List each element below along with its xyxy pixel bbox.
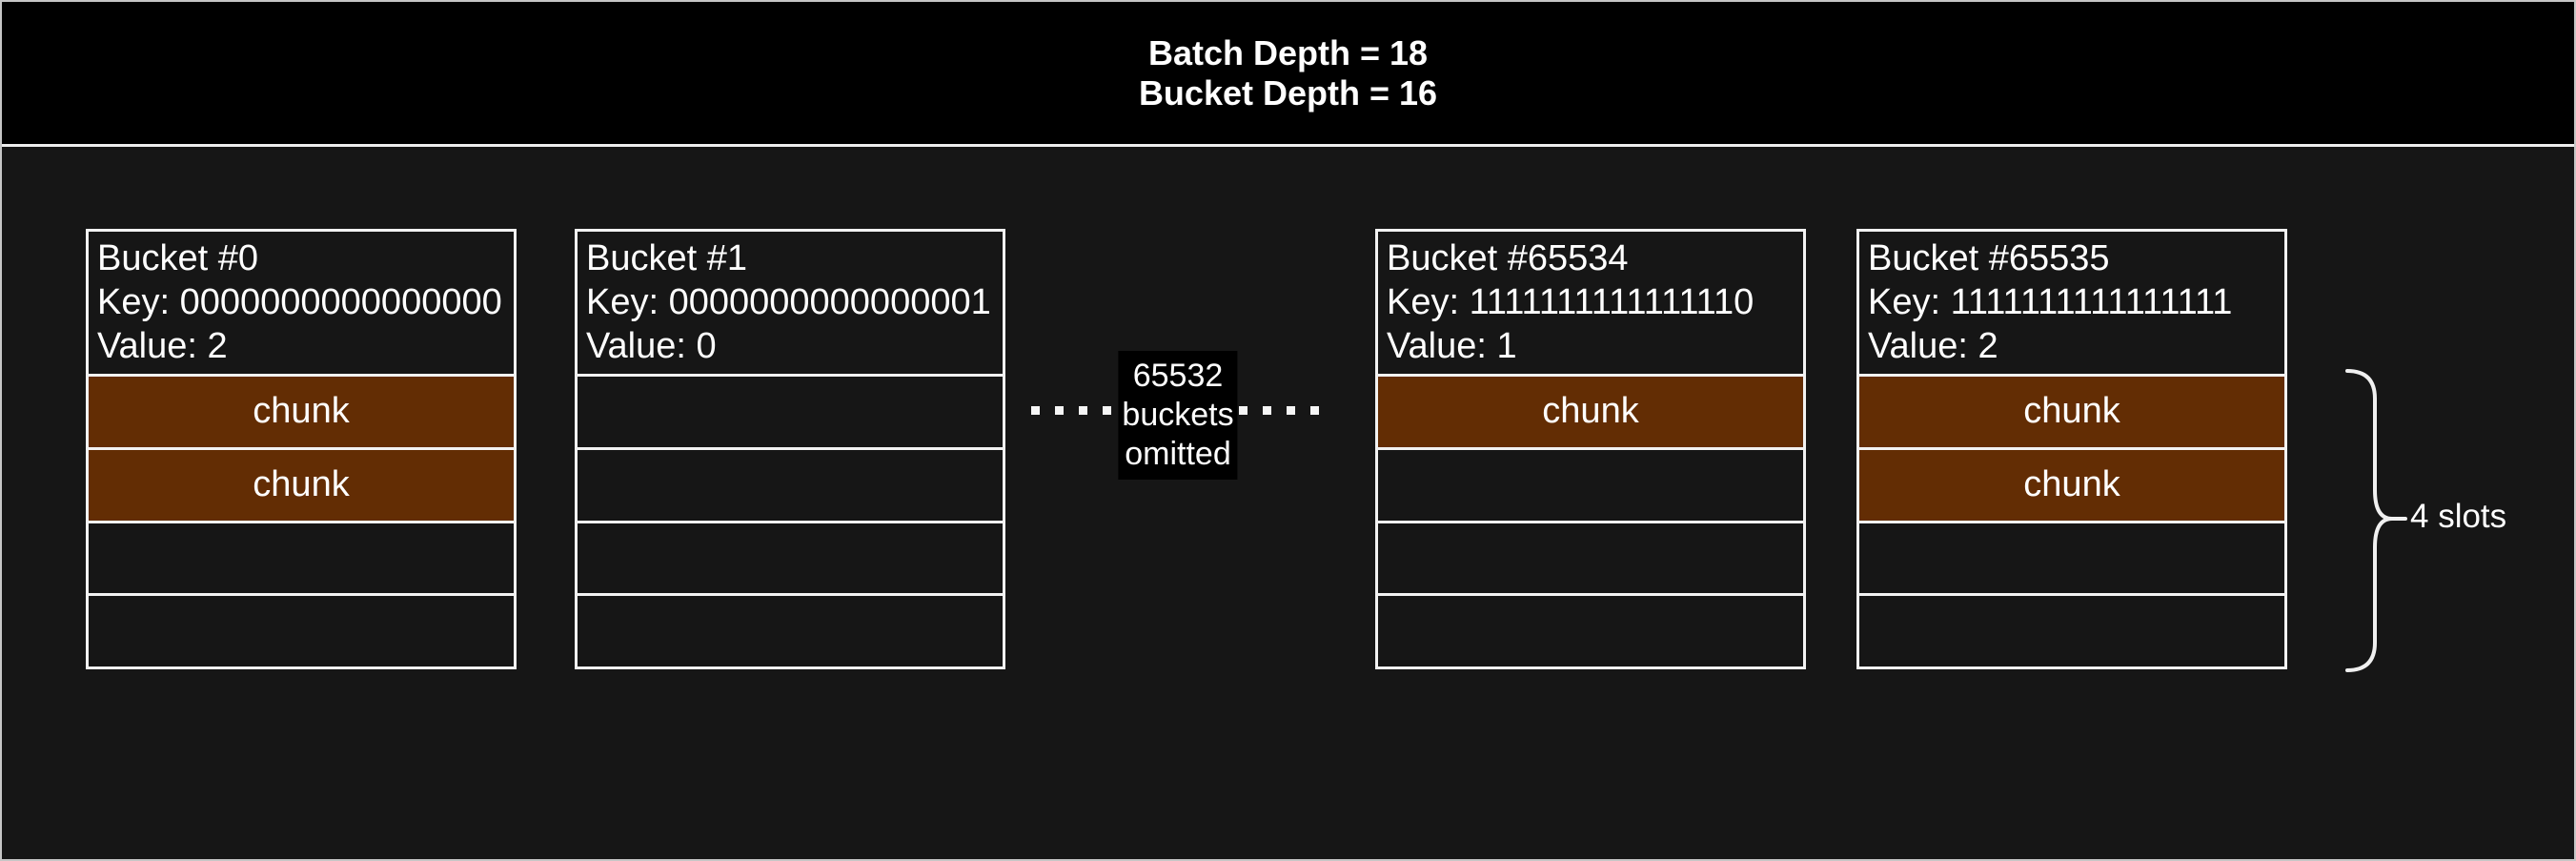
dot — [1239, 406, 1247, 415]
bucket-65534: Bucket #65534 Key: 1111111111111110 Valu… — [1375, 229, 1806, 669]
bucket-0-slot-1: chunk — [89, 446, 514, 521]
bucket-1-slot-3 — [578, 593, 1003, 666]
dot — [1310, 406, 1319, 415]
bucket-key: Key: 0000000000000000 — [97, 282, 502, 322]
bucket-title: Bucket #65535 — [1868, 238, 2110, 278]
bucket-65535: Bucket #65535 Key: 1111111111111111 Valu… — [1856, 229, 2287, 669]
title-line-batch-depth: Batch Depth = 18 — [1147, 32, 1429, 72]
bucket-0-slot-3 — [89, 593, 514, 666]
slots-brace-icon — [2345, 369, 2407, 672]
bucket-0-slot-0: chunk — [89, 374, 514, 447]
bucket-65534-slot-3 — [1378, 593, 1803, 666]
omitted-dots-left — [1031, 406, 1111, 415]
bucket-65535-slot-3 — [1859, 593, 2284, 666]
bucket-title: Bucket #1 — [586, 238, 747, 278]
dot — [1079, 406, 1087, 415]
omitted-word-omitted: omitted — [1125, 436, 1231, 472]
dot — [1287, 406, 1295, 415]
bucket-0-info: Bucket #0 Key: 0000000000000000 Value: 2 — [89, 232, 514, 374]
bucket-value: Value: 2 — [1868, 326, 1998, 366]
diagram-title: Batch Depth = 18 Bucket Depth = 16 — [2, 2, 2574, 147]
slots-count-label: 4 slots — [2410, 498, 2507, 535]
omitted-count: 65532 — [1132, 358, 1224, 394]
bucket-1-info: Bucket #1 Key: 0000000000000001 Value: 0 — [578, 232, 1003, 374]
bucket-65535-slot-0: chunk — [1859, 374, 2284, 447]
dot — [1055, 406, 1064, 415]
bucket-key: Key: 1111111111111111 — [1868, 282, 2233, 322]
bucket-key: Key: 1111111111111110 — [1387, 282, 1755, 322]
bucket-65534-slot-1 — [1378, 446, 1803, 521]
bucket-key: Key: 0000000000000001 — [586, 282, 991, 322]
bucket-65535-info: Bucket #65535 Key: 1111111111111111 Valu… — [1859, 232, 2284, 374]
bucket-0-slot-2 — [89, 520, 514, 594]
omitted-dots-right — [1239, 406, 1319, 415]
omitted-buckets-label: 65532 buckets omitted — [1118, 351, 1238, 480]
bucket-65535-slot-1: chunk — [1859, 446, 2284, 521]
bucket-0: Bucket #0 Key: 0000000000000000 Value: 2… — [86, 229, 517, 669]
bucket-title: Bucket #0 — [97, 238, 258, 278]
bucket-1: Bucket #1 Key: 0000000000000001 Value: 0 — [575, 229, 1005, 669]
bucket-value: Value: 1 — [1387, 326, 1517, 366]
bucket-65534-slot-0: chunk — [1378, 374, 1803, 447]
bucket-value: Value: 2 — [97, 326, 228, 366]
omitted-word-buckets: buckets — [1122, 397, 1234, 433]
bucket-title: Bucket #65534 — [1387, 238, 1629, 278]
bucket-1-slot-2 — [578, 520, 1003, 594]
dot — [1263, 406, 1271, 415]
title-line-bucket-depth: Bucket Depth = 16 — [1138, 72, 1438, 113]
bucket-65535-slot-2 — [1859, 520, 2284, 594]
dot — [1103, 406, 1111, 415]
bucket-value: Value: 0 — [586, 326, 717, 366]
dot — [1031, 406, 1040, 415]
bucket-1-slot-1 — [578, 446, 1003, 521]
bucket-1-slot-0 — [578, 374, 1003, 447]
bucket-65534-info: Bucket #65534 Key: 1111111111111110 Valu… — [1378, 232, 1803, 374]
bucket-65534-slot-2 — [1378, 520, 1803, 594]
